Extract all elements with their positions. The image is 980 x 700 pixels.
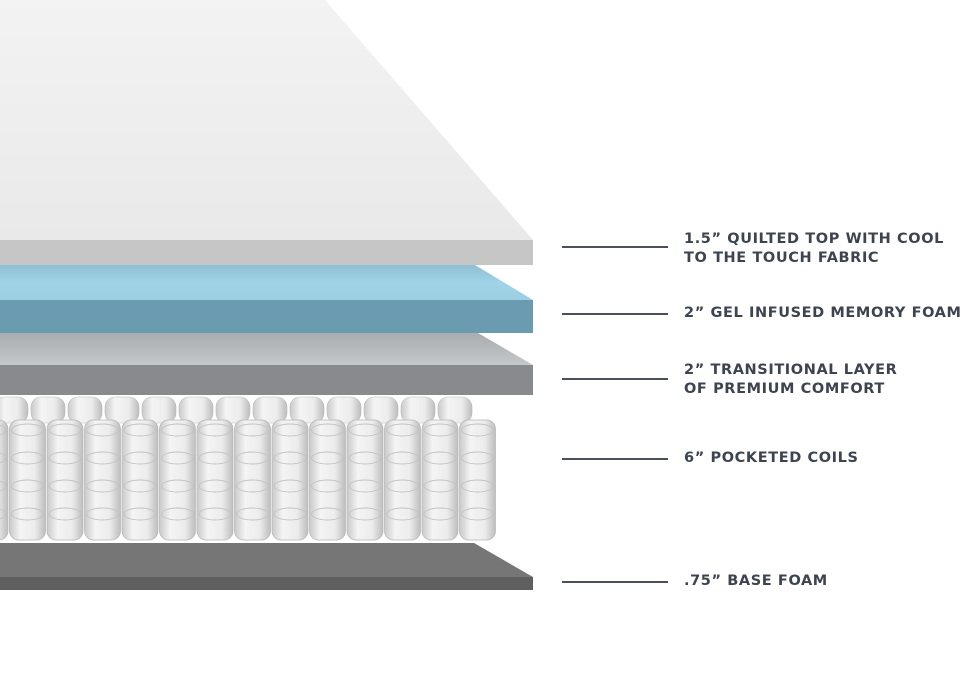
coil: [141, 396, 177, 424]
coil: [384, 419, 421, 541]
coil: [84, 419, 121, 541]
leader-line-coils: [562, 458, 668, 460]
base-foam-layer: [0, 543, 533, 590]
coil: [309, 419, 346, 541]
coil: [459, 419, 496, 541]
coil: [104, 396, 140, 424]
coil: [289, 396, 325, 424]
coil: [346, 419, 384, 541]
coil: [252, 396, 288, 424]
coil: [215, 396, 251, 424]
pocketed-coils-layer: [0, 396, 496, 541]
label-line: 1.5” QUILTED TOP WITH COOL: [684, 231, 944, 247]
label-quilted-top: 1.5” QUILTED TOP WITH COOL TO THE TOUCH …: [684, 230, 944, 268]
transitional-layer: [0, 333, 533, 395]
leader-line-base-foam: [562, 581, 668, 583]
coil: [159, 419, 196, 541]
leader-line-transitional: [562, 378, 668, 380]
coil: [9, 419, 46, 541]
coil: [67, 396, 103, 424]
label-gel-foam: 2” GEL INFUSED MEMORY FOAM: [684, 304, 962, 323]
label-line: 2” GEL INFUSED MEMORY FOAM: [684, 305, 962, 321]
coil: [46, 419, 84, 541]
label-line: 6” POCKETED COILS: [684, 450, 859, 466]
label-line: OF PREMIUM COMFORT: [684, 381, 885, 397]
leader-line-quilted-top: [562, 246, 668, 248]
label-line: TO THE TOUCH FABRIC: [684, 250, 880, 266]
coil: [400, 396, 436, 424]
coil: [326, 396, 362, 424]
coil: [234, 419, 271, 541]
label-transitional: 2” TRANSITIONAL LAYER OF PREMIUM COMFORT: [684, 361, 897, 399]
coil: [121, 419, 159, 541]
label-line: 2” TRANSITIONAL LAYER: [684, 362, 898, 378]
label-coils: 6” POCKETED COILS: [684, 449, 859, 468]
coil: [0, 419, 9, 541]
coil: [363, 396, 399, 424]
coil: [421, 419, 459, 541]
coil: [30, 396, 66, 424]
coil: [437, 396, 473, 424]
label-line: .75” BASE FOAM: [684, 573, 828, 589]
gel-memory-foam-layer: [0, 265, 533, 333]
label-base-foam: .75” BASE FOAM: [684, 572, 828, 591]
coil: [0, 396, 29, 424]
leader-line-gel-foam: [562, 313, 668, 315]
coil: [271, 419, 309, 541]
quilted-top-layer: [0, 0, 533, 265]
coil: [178, 396, 214, 424]
coil: [196, 419, 234, 541]
mattress-illustration: [0, 0, 533, 590]
